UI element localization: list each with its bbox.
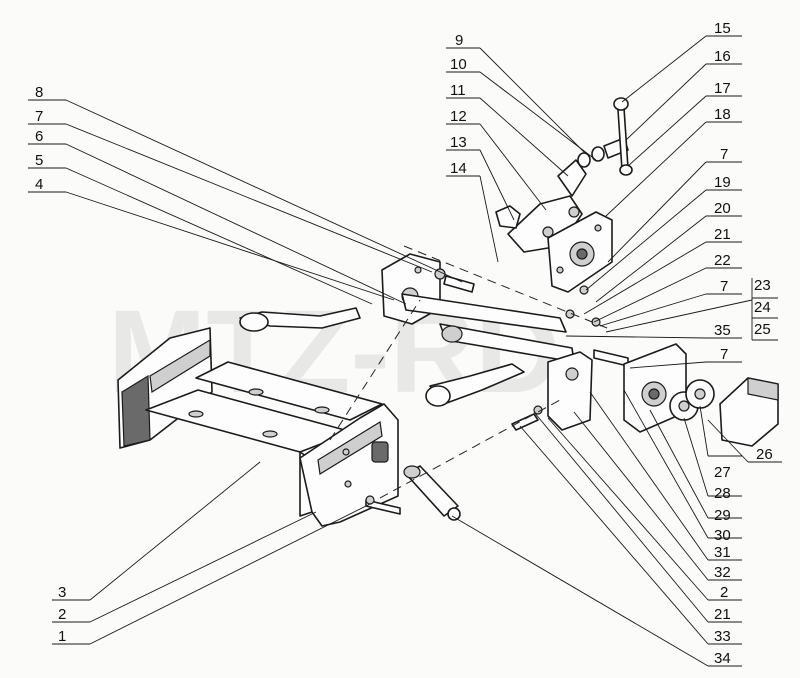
label-5: 5	[35, 152, 43, 169]
label-31: 31	[714, 544, 731, 561]
label-22: 22	[714, 252, 731, 269]
label-3: 3	[58, 584, 66, 601]
label-27: 27	[714, 464, 731, 481]
label-6: 6	[35, 128, 43, 145]
cover-part-26	[719, 377, 779, 447]
label-35: 35	[714, 322, 731, 339]
label-4: 4	[35, 176, 43, 193]
label-34: 34	[714, 650, 731, 667]
label-25: 25	[754, 321, 771, 338]
bolt-part-8	[434, 268, 475, 293]
label-2a: 2	[58, 606, 66, 623]
part-labels: 8 7 6 5 4 3 2 1 9 10 11 12 13 14 15 16 1…	[35, 20, 773, 667]
label-9: 9	[455, 32, 463, 49]
cylinder-part-34	[403, 465, 461, 521]
bracket-plate-part-18	[547, 211, 613, 293]
lower-lever	[425, 363, 525, 407]
screws-parts-1-2	[365, 495, 401, 515]
upper-lever-part-5	[239, 307, 361, 332]
label-12: 12	[450, 108, 467, 125]
label-13: 13	[450, 134, 467, 151]
leader-lines	[28, 35, 782, 667]
label-33: 33	[714, 628, 731, 645]
label-8: 8	[35, 84, 43, 101]
label-29: 29	[714, 507, 731, 524]
label-28: 28	[714, 485, 731, 502]
label-24: 24	[754, 299, 771, 316]
label-21b: 21	[714, 606, 731, 623]
label-15: 15	[714, 20, 731, 37]
label-21a: 21	[714, 226, 731, 243]
label-7d: 7	[720, 346, 728, 363]
label-11: 11	[450, 82, 466, 99]
label-7a: 7	[35, 108, 43, 125]
label-23: 23	[754, 277, 771, 294]
handle-parts-9-10-15-16	[577, 97, 633, 176]
label-2b: 2	[720, 584, 728, 601]
label-26: 26	[756, 446, 773, 463]
label-14: 14	[450, 160, 467, 177]
label-10: 10	[450, 56, 467, 73]
screw-part-33	[511, 405, 543, 431]
shaft-part-6	[401, 293, 575, 363]
label-16: 16	[714, 48, 731, 65]
bracket-frame	[117, 327, 399, 527]
label-7c: 7	[720, 278, 728, 295]
label-30: 30	[714, 527, 731, 544]
label-1: 1	[58, 628, 66, 645]
label-19: 19	[714, 174, 731, 191]
label-18: 18	[714, 106, 731, 123]
label-7b: 7	[720, 146, 728, 163]
label-20: 20	[714, 200, 731, 217]
label-17: 17	[714, 80, 731, 97]
gears-parts-27-29	[669, 379, 715, 421]
label-32: 32	[714, 564, 731, 581]
